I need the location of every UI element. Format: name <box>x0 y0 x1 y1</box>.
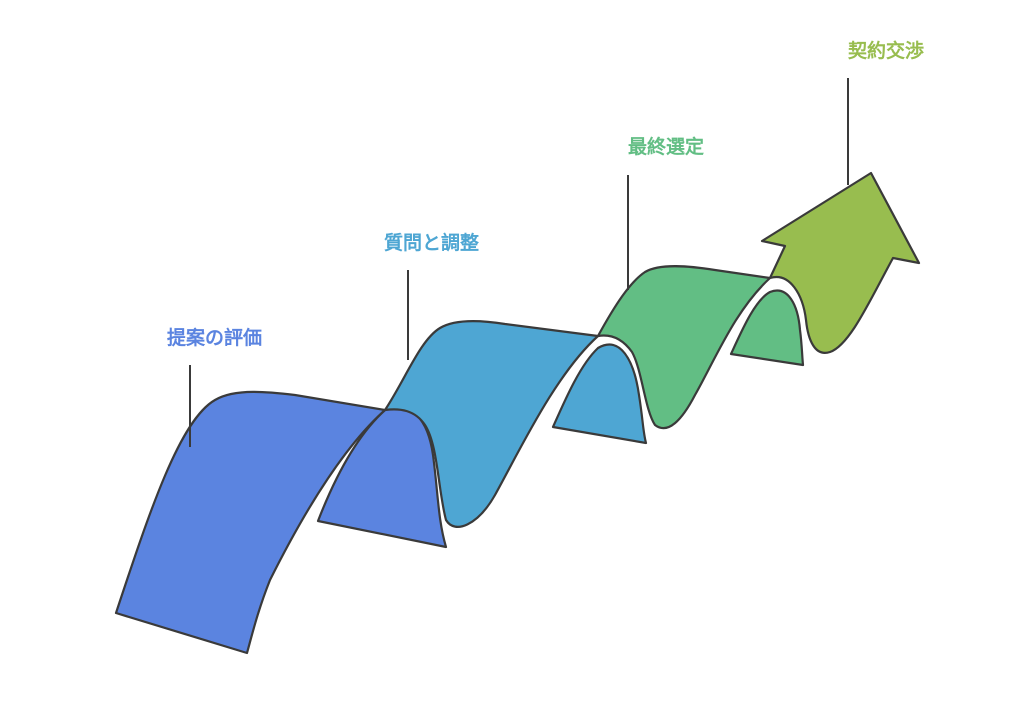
stage-1-ribbon <box>114 390 448 655</box>
stage-1-front <box>114 390 387 655</box>
stage-4-label: 契約交渉 <box>847 39 924 62</box>
stage-4-arrow <box>760 171 921 354</box>
stage-2-ribbon <box>383 319 648 528</box>
stage-2-label: 質問と調整 <box>384 231 479 254</box>
stage-3-label: 最終選定 <box>628 135 704 158</box>
stage-3-front <box>596 265 772 430</box>
stage-1-label: 提案の評価 <box>167 326 262 349</box>
stage-3-ribbon <box>596 265 805 430</box>
stage-2-front <box>383 319 600 528</box>
stage-2-fold <box>551 343 648 445</box>
stage-3-fold <box>729 289 805 367</box>
stage-4-arrow-shape <box>760 171 921 354</box>
